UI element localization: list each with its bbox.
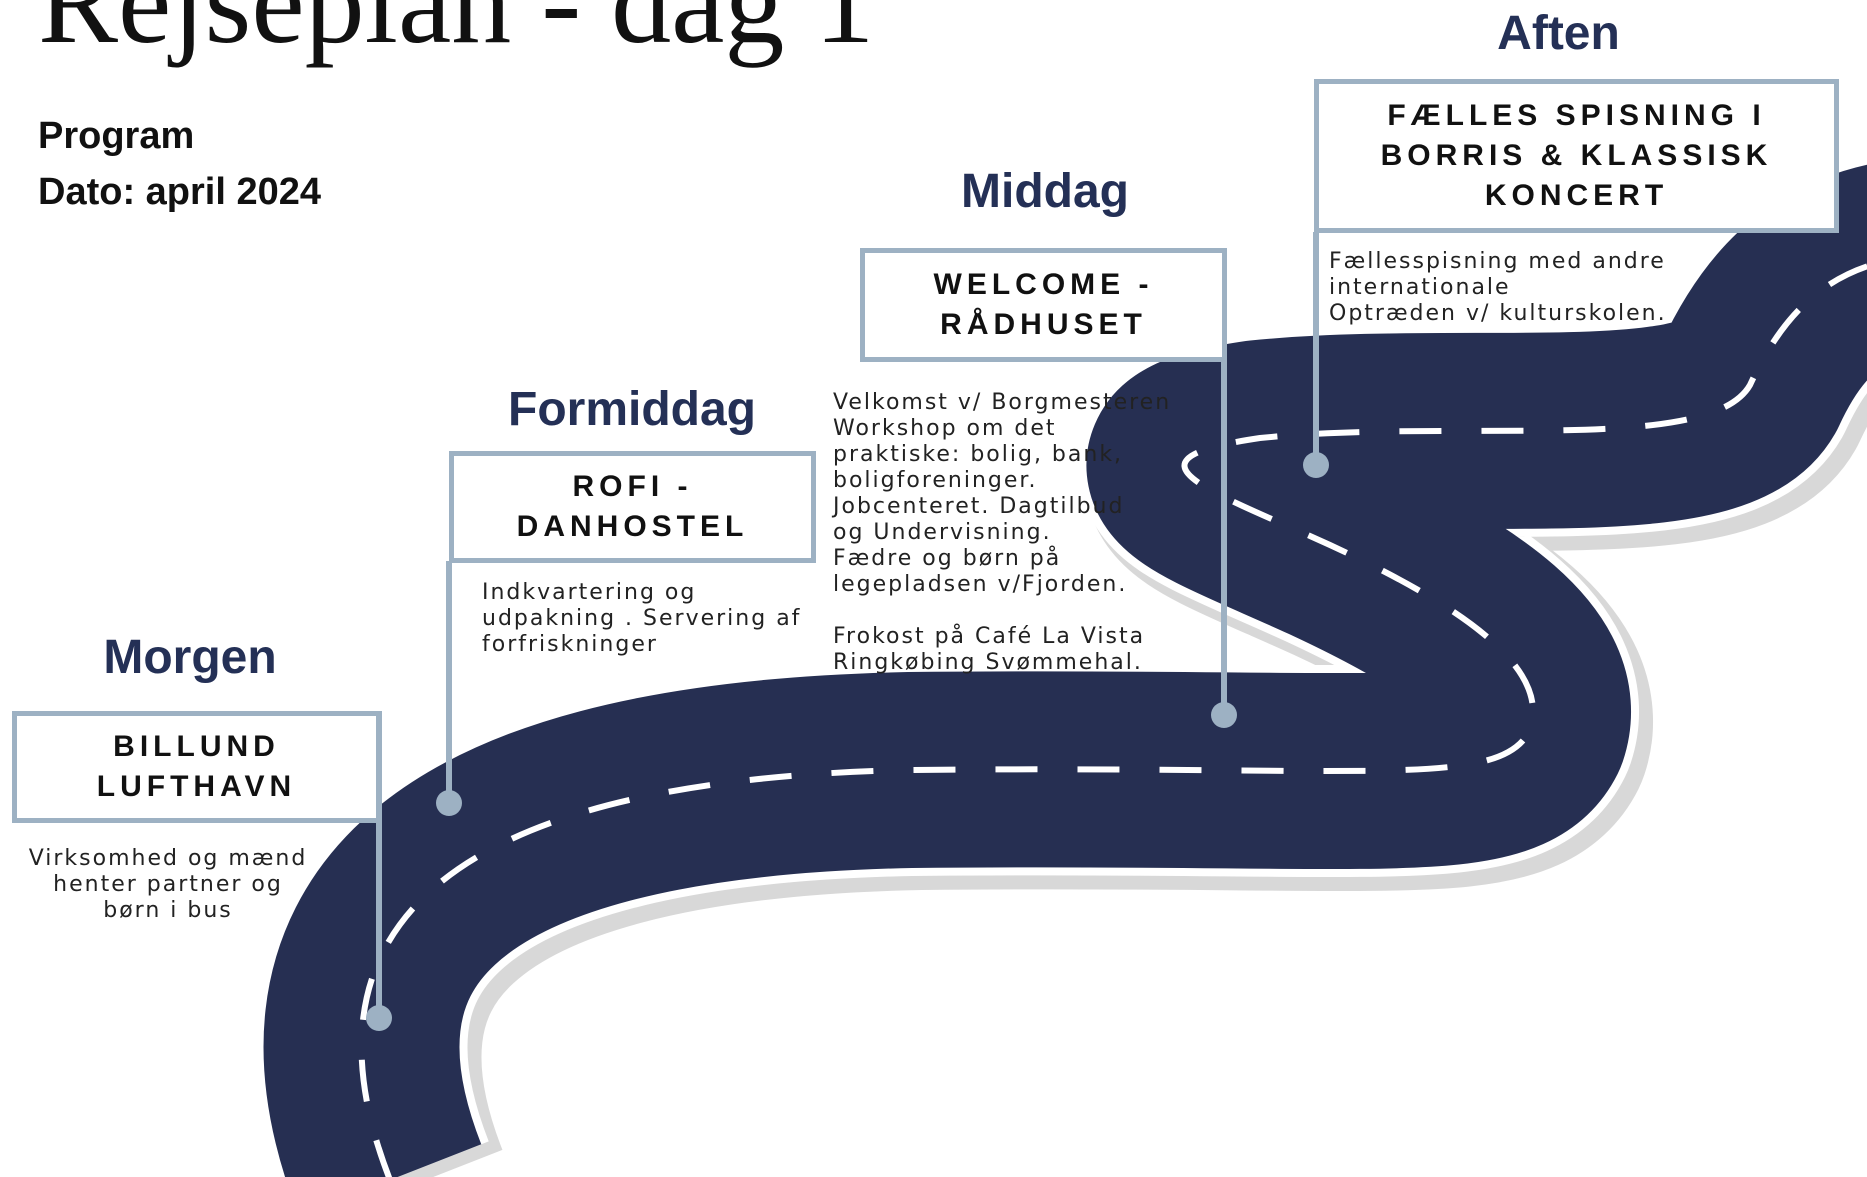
- marker-dot-morgen: [366, 1005, 392, 1031]
- subtitle-program: Program: [38, 115, 195, 157]
- box-welcome-raadhuset: WELCOME - RÅDHUSET: [860, 248, 1227, 362]
- box-faelles-spisning: FÆLLES SPISNING I BORRIS & KLASSISK KONC…: [1314, 79, 1839, 233]
- page-title: Rejseplan - dag 1: [38, 0, 875, 68]
- connector-aften: [1303, 232, 1329, 478]
- description-middag: Velkomst v/ Borgmesteren Workshop om det…: [833, 390, 1172, 675]
- heading-morgen: Morgen: [103, 631, 277, 684]
- marker-dot-formiddag: [436, 790, 462, 816]
- description-formiddag: Indkvartering og udpakning . Servering a…: [482, 580, 802, 657]
- heading-middag: Middag: [961, 165, 1129, 218]
- box-rofi-danhostel: ROFI - DANHOSTEL: [449, 451, 816, 563]
- description-aften: Fællesspisning med andre internationale …: [1329, 249, 1667, 326]
- marker-dot-middag: [1211, 702, 1237, 728]
- road-center-dashes: [358, 263, 1867, 1177]
- marker-dot-aften: [1303, 452, 1329, 478]
- box-billund-lufthavn: BILLUND LUFTHAVN: [12, 711, 381, 823]
- heading-aften: Aften: [1497, 7, 1620, 60]
- description-morgen: Virksomhed og mænd henter partner og bør…: [28, 846, 308, 923]
- connector-middag: [1211, 360, 1237, 728]
- connector-formiddag: [436, 561, 462, 816]
- subtitle-date: Dato: april 2024: [38, 171, 321, 213]
- heading-formiddag: Formiddag: [508, 383, 756, 436]
